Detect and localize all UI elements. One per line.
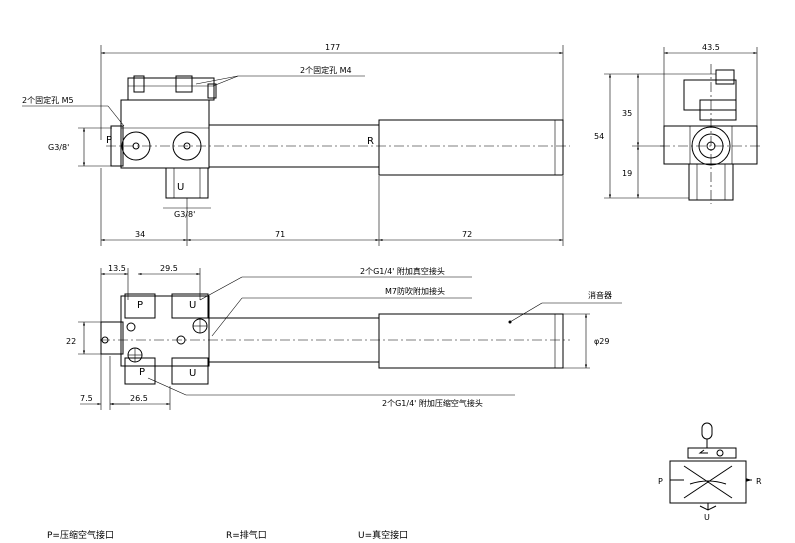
pneumatic-symbol: P R U <box>658 422 762 522</box>
port-p-label: P <box>106 135 112 146</box>
note-hole-m4: 2个固定孔 M4 <box>300 65 352 75</box>
dim-bottom-26-5: 26.5 <box>130 394 148 403</box>
top-port-p-lower: P <box>139 367 145 378</box>
top-port-p-upper: P <box>137 300 143 311</box>
side-view: 43.5 54 35 19 <box>594 43 762 204</box>
note-pressure-fitting: 2个G1/4' 附加压缩空气接头 <box>382 398 483 408</box>
symbol-port-r: R <box>756 477 762 486</box>
dim-top-29-5: 29.5 <box>160 264 178 273</box>
dim-bottom-7-5: 7.5 <box>80 394 93 403</box>
dim-total-length: 177 <box>325 43 340 52</box>
top-port-u-upper: U <box>189 300 196 311</box>
dim-seg-34: 34 <box>135 230 145 239</box>
dim-width-side: 43.5 <box>702 43 720 52</box>
dim-side-lower: 19 <box>622 169 632 178</box>
dim-side-upper: 35 <box>622 109 632 118</box>
dim-thread-bottom: G3/8' <box>174 210 195 219</box>
symbol-port-u: U <box>704 513 710 522</box>
port-u-label: U <box>177 182 184 193</box>
dim-thread-left: G3/8' <box>48 143 69 152</box>
front-view: 177 P R U G3/8' <box>22 43 570 246</box>
dim-seg-72: 72 <box>462 230 472 239</box>
legend-u: U=真空接口 <box>358 531 409 541</box>
legend-p: P=压缩空气接口 <box>47 531 114 541</box>
dim-top-22: 22 <box>66 337 76 346</box>
port-r-label: R <box>367 136 374 147</box>
note-hole-m5: 2个固定孔 M5 <box>22 95 74 105</box>
dim-seg-71: 71 <box>275 230 285 239</box>
note-muffler: 消音器 <box>588 290 612 300</box>
legend-r: R=排气口 <box>226 531 267 541</box>
symbol-port-p: P <box>658 477 663 486</box>
note-antiblow-fitting: M7防吹附加接头 <box>385 286 445 296</box>
top-port-u-lower: U <box>189 368 196 379</box>
dim-top-13-5: 13.5 <box>108 264 126 273</box>
top-view: 13.5 29.5 P U P U φ29 22 <box>66 264 622 410</box>
dim-side-height: 54 <box>594 132 604 141</box>
note-vacuum-fitting: 2个G1/4' 附加真空接头 <box>360 266 445 276</box>
dim-diameter: φ29 <box>594 337 609 346</box>
